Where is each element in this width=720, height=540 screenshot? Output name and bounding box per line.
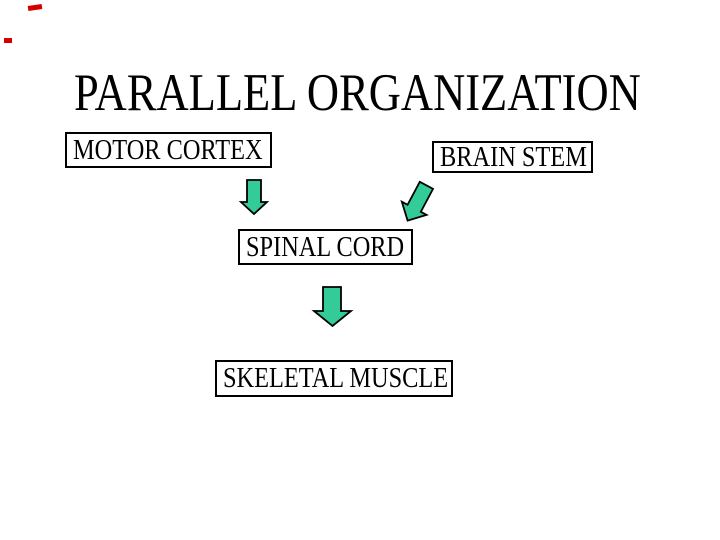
down-arrow-icon: [238, 179, 270, 216]
box-brain-stem-label: BRAIN STEM: [440, 140, 587, 173]
box-skeletal-muscle-label: SKELETAL MUSCLE: [223, 362, 449, 394]
box-brain-stem: BRAIN STEM: [432, 141, 593, 173]
down-arrow-shape: [311, 286, 354, 328]
down-left-arrow-shape: [400, 180, 435, 222]
pen-mark: [27, 4, 43, 11]
box-spinal-cord: SPINAL CORD: [238, 229, 413, 265]
down-arrow-shape: [238, 179, 270, 216]
down-arrow-icon: [311, 286, 354, 328]
pen-mark: [4, 38, 12, 43]
box-spinal-cord-label: SPINAL CORD: [246, 230, 405, 263]
box-motor-cortex-label: MOTOR CORTEX: [73, 133, 263, 166]
slide-title: PARALLEL ORGANIZATION: [74, 64, 641, 122]
down-left-arrow-icon: [400, 180, 435, 222]
box-motor-cortex: MOTOR CORTEX: [65, 132, 272, 168]
box-skeletal-muscle: SKELETAL MUSCLE: [215, 360, 453, 397]
